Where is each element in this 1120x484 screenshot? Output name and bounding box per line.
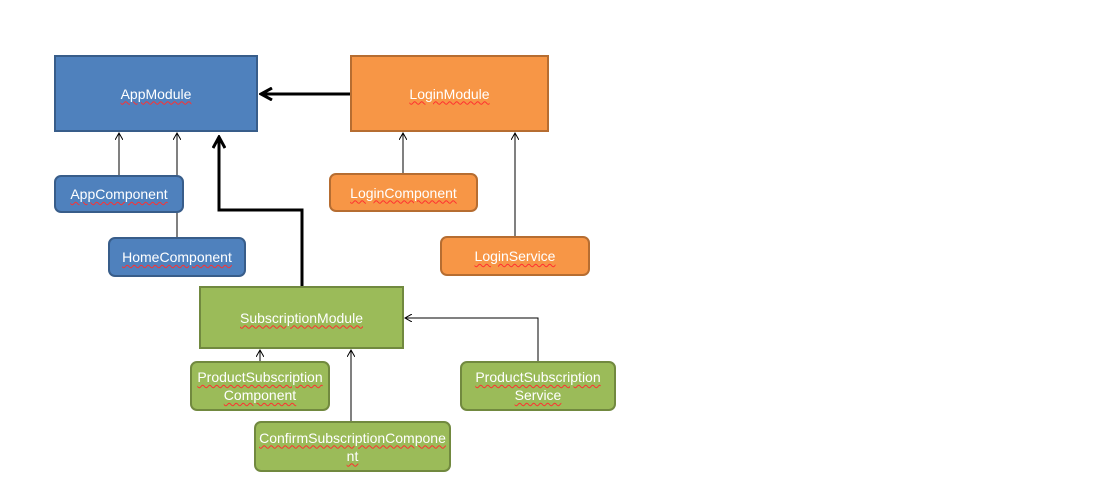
app-component-box: AppComponent [54,175,184,213]
product-subscription-service-box: ProductSubscription Service [460,361,616,411]
login-service-box: LoginService [440,236,590,276]
login-module-label: LoginModule [409,85,490,102]
app-module-box: AppModule [54,55,258,132]
subscription-module-label: SubscriptionModule [240,309,363,326]
product-subscription-component-label: ProductSubscriptionComponent [197,369,323,403]
login-service-label: LoginService [474,248,556,264]
home-component-label: HomeComponent [122,249,232,265]
arrow-product-subscription-service-to-subscription-module [406,318,539,361]
confirm-subscription-component-box: ConfirmSubscriptionComponent [254,421,451,472]
product-subscription-component-box: ProductSubscriptionComponent [190,361,330,411]
login-component-label: LoginComponent [350,184,457,201]
arrow-subscription-module-to-app-module [219,138,304,286]
login-component-box: LoginComponent [329,173,478,212]
product-subscription-service-label: ProductSubscription Service [475,369,601,403]
confirm-subscription-component-label: ConfirmSubscriptionComponent [259,429,446,464]
home-component-box: HomeComponent [108,237,246,277]
login-module-box: LoginModule [350,55,549,132]
app-component-label: AppComponent [70,186,168,202]
subscription-module-box: SubscriptionModule [199,286,404,349]
app-module-label: AppModule [120,85,192,102]
